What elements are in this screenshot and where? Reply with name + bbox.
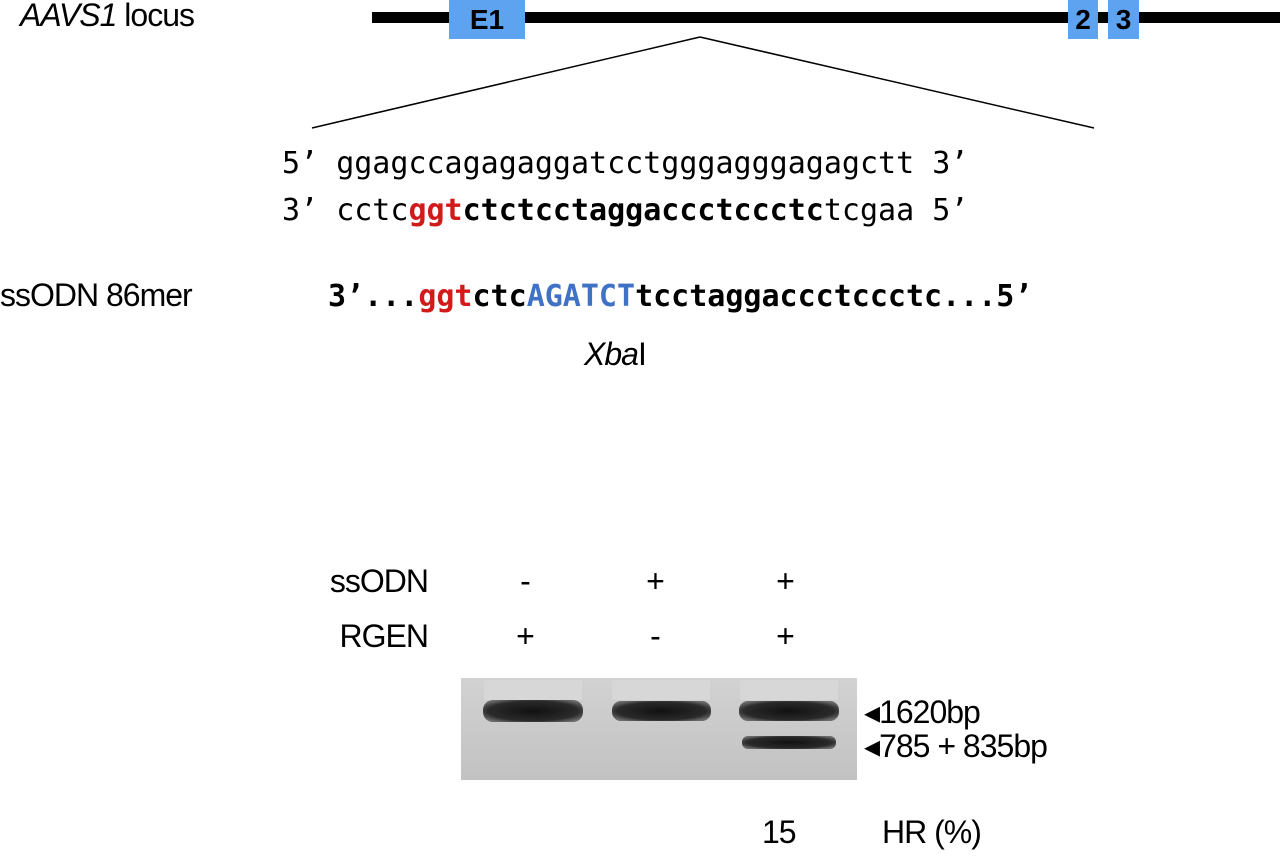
exon-e1-label: E1	[469, 4, 505, 35]
lane2-well	[612, 680, 710, 700]
lane1-rgen: +	[516, 618, 535, 654]
lane2-band-1620	[612, 701, 711, 721]
enzyme-name: Xba	[584, 336, 639, 372]
ssodn-rest: tcctaggaccctccctc	[635, 279, 943, 314]
lane3-band-785-835	[742, 736, 836, 749]
ssodn-start: 3’...	[328, 279, 419, 314]
exon-2-box	[1068, 0, 1098, 39]
enzyme-suffix: I	[637, 336, 647, 372]
ssodn-insert: AGATCT	[526, 279, 636, 314]
locus-word: locus	[116, 0, 195, 33]
bottom-strand-start: cctc	[336, 193, 409, 228]
enzyme-label: XbaI	[584, 336, 647, 373]
exon-2-label: 2	[1075, 4, 1091, 35]
locus-gene-name: AAVS1	[20, 0, 117, 33]
lane3-rgen: +	[776, 618, 795, 654]
zoom-line-left	[311, 36, 701, 129]
target-sequence: ctctcctaggaccctccctc	[462, 193, 824, 228]
lane1-well	[484, 680, 582, 700]
top-strand-seq: ggagccagagaggatcctgggagggagagctt	[336, 146, 915, 181]
ssodn-label: ssODN 86mer	[0, 277, 193, 313]
bottom-strand-suffix: 5’	[914, 193, 969, 228]
exon-3-label: 3	[1115, 4, 1132, 35]
row-label-rgen: RGEN	[339, 618, 429, 654]
lane2-ssodn: +	[646, 563, 665, 599]
band-label-1620: ◂1620bp	[864, 694, 981, 730]
hr-value: 15	[762, 814, 797, 850]
exon-e1-box	[449, 0, 525, 39]
top-strand-prefix: 5’	[282, 146, 337, 181]
ssodn-mid: ctc	[472, 279, 527, 314]
ssodn-pam: ggt	[418, 279, 473, 314]
lane3-band-1620	[739, 701, 839, 721]
band-label-785-835: ◂785 + 835bp	[864, 728, 1048, 764]
hr-label: HR (%)	[882, 814, 982, 850]
top-strand: 5’ ggagccagagaggatcctgggagggagagctt 3’	[282, 146, 968, 181]
bottom-strand: 3’ cctcggtctctcctaggaccctccctctcgaa 5’	[282, 193, 968, 228]
ssodn-sequence: 3’...ggtctcAGATCTtcctaggaccctccctc...5’	[328, 279, 1032, 314]
locus-label: AAVS1 locus	[20, 0, 195, 34]
bottom-strand-prefix: 3’	[282, 193, 337, 228]
chromosome-line	[372, 12, 1280, 23]
lane1-ssodn: -	[520, 563, 531, 599]
row-label-ssodn: ssODN	[329, 563, 429, 599]
bottom-strand-end: tcgaa	[823, 193, 915, 228]
lane3-ssodn: +	[776, 563, 795, 599]
top-strand-suffix: 3’	[914, 146, 969, 181]
pam-sequence: ggt	[408, 193, 463, 228]
lane3-well	[740, 680, 838, 700]
zoom-line-right	[699, 36, 1095, 129]
lane2-rgen: -	[650, 618, 661, 654]
lane1-band-1620	[483, 700, 583, 722]
exon-3-box	[1108, 0, 1139, 39]
ssodn-end: ...5’	[942, 279, 1033, 314]
